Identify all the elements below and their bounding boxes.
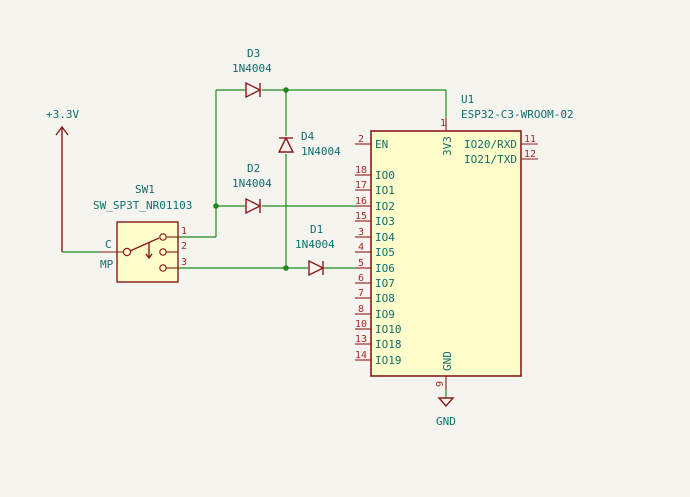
diode-value: 1N4004 bbox=[301, 145, 341, 158]
module-right-pins: 11 IO20/RXD 12 IO21/TXD bbox=[464, 134, 538, 166]
diode-d1[interactable]: D1 1N4004 bbox=[295, 223, 335, 277]
pin-number: 4 bbox=[358, 242, 364, 253]
pin-number: 18 bbox=[355, 165, 367, 176]
switch-common-label: C bbox=[105, 238, 112, 251]
pin-number: 5 bbox=[358, 258, 364, 269]
pin-name: IO9 bbox=[375, 308, 395, 321]
pin-number: 2 bbox=[358, 134, 364, 145]
pin-name: IO5 bbox=[375, 246, 395, 259]
ground-symbol: GND bbox=[436, 390, 456, 428]
module-gnd-pin-number: 9 bbox=[435, 381, 446, 387]
pin-number: 3 bbox=[358, 227, 364, 238]
diode-d3[interactable]: D3 1N4004 bbox=[232, 47, 272, 99]
switch-value: SW_SP3T_NR01103 bbox=[93, 199, 192, 212]
pin-number: 7 bbox=[358, 288, 364, 299]
diode-value: 1N4004 bbox=[232, 62, 272, 75]
diode-ref: D2 bbox=[247, 162, 260, 175]
diode-ref: D4 bbox=[301, 130, 315, 143]
module-value: ESP32-C3-WROOM-02 bbox=[461, 108, 574, 121]
pin-name: IO4 bbox=[375, 231, 395, 244]
pin-name: IO2 bbox=[375, 200, 395, 213]
pin-number: 12 bbox=[524, 149, 536, 160]
pin-number: 8 bbox=[358, 304, 364, 315]
pin-number: 10 bbox=[355, 319, 367, 330]
power-label: +3.3V bbox=[46, 108, 79, 121]
pin-number: 6 bbox=[358, 273, 364, 284]
module-ref: U1 bbox=[461, 93, 474, 106]
pin-name: IO21/TXD bbox=[464, 153, 517, 166]
switch-pin-number: 1 bbox=[181, 226, 187, 237]
switch-mp-label: MP bbox=[100, 258, 114, 271]
pin-name: IO0 bbox=[375, 169, 395, 182]
switch-ref: SW1 bbox=[135, 183, 155, 196]
diode-ref: D3 bbox=[247, 47, 260, 60]
pin-number: 13 bbox=[355, 334, 367, 345]
module-gnd-pin-name: GND bbox=[441, 351, 454, 371]
switch-pin-number: 2 bbox=[181, 241, 187, 252]
power-symbol-3v3: +3.3V bbox=[46, 108, 79, 252]
diode-d4[interactable]: D4 1N4004 bbox=[277, 130, 341, 158]
module-u1[interactable]: U1 ESP32-C3-WROOM-02 1 3V3 9 GND 2 EN 18… bbox=[355, 93, 574, 390]
diode-value: 1N4004 bbox=[295, 238, 335, 251]
pin-number: 17 bbox=[355, 180, 367, 191]
pin-name: IO6 bbox=[375, 262, 395, 275]
switch-pin-number: 3 bbox=[181, 257, 187, 268]
switch-sw1[interactable]: SW1 SW_SP3T_NR01103 C MP 1 2 3 bbox=[93, 183, 192, 283]
pin-number: 11 bbox=[524, 134, 536, 145]
ground-label: GND bbox=[436, 415, 456, 428]
pin-name: IO19 bbox=[375, 354, 402, 367]
pin-name: IO1 bbox=[375, 184, 395, 197]
module-vcc-pin-number: 1 bbox=[440, 118, 446, 129]
pin-number: 16 bbox=[355, 196, 367, 207]
wires bbox=[62, 87, 447, 271]
pin-number: 14 bbox=[355, 350, 367, 361]
module-vcc-pin-name: 3V3 bbox=[441, 136, 454, 156]
pin-name: IO18 bbox=[375, 338, 402, 351]
pin-name: IO8 bbox=[375, 292, 395, 305]
diode-value: 1N4004 bbox=[232, 177, 272, 190]
module-left-pins: 2 EN 18 IO0 17 IO1 16 IO2 15 IO3 3 IO4 4… bbox=[355, 134, 402, 367]
pin-name: IO7 bbox=[375, 277, 395, 290]
pin-name: EN bbox=[375, 138, 388, 151]
pin-name: IO20/RXD bbox=[464, 138, 517, 151]
pin-name: IO10 bbox=[375, 323, 402, 336]
diode-d2[interactable]: D2 1N4004 bbox=[232, 162, 272, 215]
diode-ref: D1 bbox=[310, 223, 323, 236]
pin-name: IO3 bbox=[375, 215, 395, 228]
pin-number: 15 bbox=[355, 211, 367, 222]
